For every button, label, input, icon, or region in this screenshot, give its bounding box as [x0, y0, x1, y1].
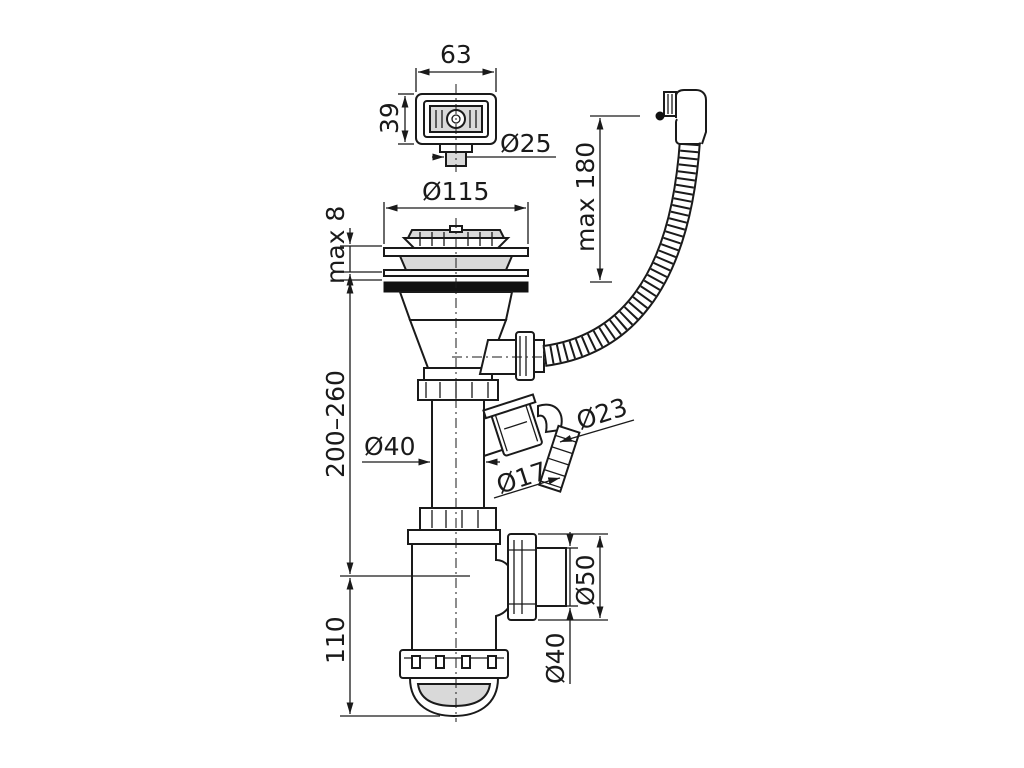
dimension-tube-diameter: Ø40 [362, 432, 500, 466]
tailpiece-height-label: 200–260 [321, 370, 350, 478]
dimension-hose-length: max 180 [571, 115, 640, 283]
overflow-height-label: 39 [375, 102, 404, 134]
dimension-overflow-outlet: Ø25 [432, 129, 556, 161]
trap-height-label: 110 [321, 616, 350, 664]
sink-thickness-label: max 8 [321, 206, 350, 284]
bottle-trap [399, 529, 516, 718]
trap-outlet [507, 533, 567, 621]
dimension-outlet-outer: Ø50 [538, 533, 608, 621]
hose-length-label: max 180 [571, 142, 600, 252]
outlet-outer-label: Ø50 [571, 555, 600, 607]
overflow-width-label: 63 [440, 40, 472, 69]
branch-outer-label: Ø23 [573, 392, 631, 435]
dimension-outlet-inner: Ø40 [541, 532, 578, 684]
dimension-sink-thickness: max 8 [321, 206, 382, 290]
dimension-overflow-width: 63 [415, 40, 497, 92]
dimension-overflow-height: 39 [375, 93, 414, 145]
dimension-tailpiece-height: 200–260 [321, 279, 470, 577]
overflow-grille [415, 84, 497, 172]
overflow-connector [452, 331, 546, 381]
outlet-inner-label: Ø40 [541, 633, 570, 685]
branch-inner-label: Ø17 [493, 456, 551, 499]
dimension-strainer-diameter: Ø115 [383, 177, 529, 244]
flexible-overflow-hose [542, 89, 707, 367]
overflow-outlet-label: Ø25 [500, 129, 552, 158]
dimension-trap-height: 110 [321, 578, 440, 717]
tube-diameter-label: Ø40 [364, 432, 416, 461]
strainer-diameter-label: Ø115 [422, 177, 489, 206]
